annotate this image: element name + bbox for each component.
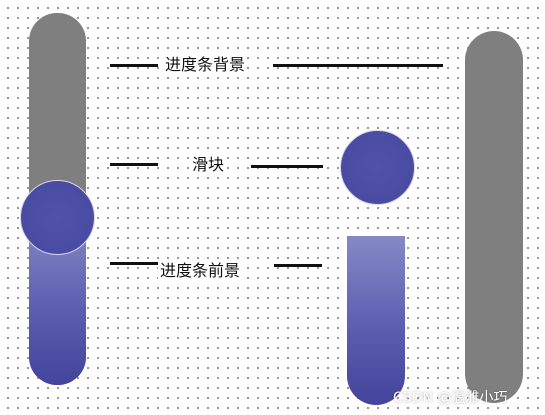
label-thumb: 滑块 — [190, 155, 227, 175]
label-track-background: 进度条背景 — [163, 55, 248, 75]
label-track-foreground: 进度条前景 — [158, 261, 243, 281]
connector-line-track-fg-left — [110, 262, 158, 265]
connector-line-track-bg-right — [273, 64, 443, 67]
connector-line-track-fg-right — [274, 264, 322, 267]
connector-line-thumb-left — [110, 163, 158, 166]
exploded-track-background — [465, 31, 523, 403]
exploded-thumb — [340, 130, 415, 205]
exploded-track-foreground — [347, 236, 405, 405]
connector-line-thumb-right — [251, 165, 323, 168]
assembled-thumb — [20, 180, 95, 255]
watermark: CSDN @温雅小巧 — [393, 390, 508, 406]
connector-line-track-bg-left — [110, 64, 158, 67]
